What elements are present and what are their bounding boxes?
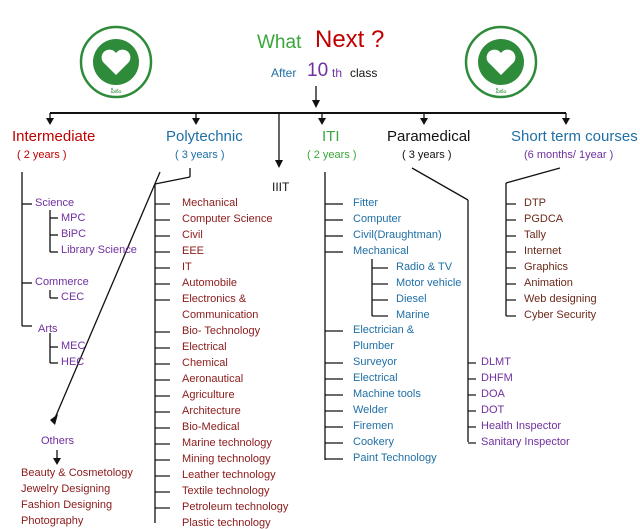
subtitle-class: class bbox=[350, 66, 378, 80]
iti-mech-item: Diesel bbox=[396, 293, 427, 305]
poly-item: EEE bbox=[182, 245, 205, 257]
para-item: DHFM bbox=[481, 372, 513, 384]
poly-item: Civil bbox=[182, 229, 203, 241]
science-item: BiPC bbox=[61, 228, 87, 240]
short-item: Graphics bbox=[524, 261, 569, 273]
shortterm-title: Short term courses bbox=[511, 128, 638, 145]
poly-item: Bio-Medical bbox=[182, 421, 240, 433]
others-item: Photography bbox=[21, 515, 84, 527]
poly-item: Petroleum technology bbox=[182, 501, 289, 513]
poly-item: Automobile bbox=[182, 277, 238, 289]
short-item: Cyber Security bbox=[524, 309, 597, 321]
polytechnic-title: Polytechnic bbox=[166, 128, 243, 145]
paramedical-title: Paramedical bbox=[387, 128, 471, 145]
para-item: DOA bbox=[481, 388, 505, 400]
iti-item: Computer bbox=[353, 213, 402, 225]
poly-item: Agriculture bbox=[182, 389, 235, 401]
heart-icon bbox=[101, 49, 131, 75]
poly-item: Aeronautical bbox=[182, 373, 244, 385]
iti-mech-item: Radio & TV bbox=[396, 261, 453, 273]
paramedical-duration: ( 3 years ) bbox=[402, 149, 452, 161]
logo-caption: పీఠం bbox=[496, 87, 507, 95]
others-label: Others bbox=[41, 435, 75, 447]
right-logo: పీఠం bbox=[464, 25, 538, 99]
science-label: Science bbox=[35, 197, 75, 209]
short-item: PGDCA bbox=[524, 213, 564, 225]
para-item: Health Inspector bbox=[481, 420, 562, 432]
short-item: DTP bbox=[524, 197, 546, 209]
short-item: Tally bbox=[524, 229, 547, 241]
left-logo: పీఠం bbox=[79, 25, 153, 99]
poly-item: Chemical bbox=[182, 357, 228, 369]
poly-item: Mining technology bbox=[182, 453, 271, 465]
commerce-item: CEC bbox=[61, 291, 85, 303]
poly-item: Leather technology bbox=[182, 469, 276, 481]
iti-item: Mechanical bbox=[353, 245, 409, 257]
iti-item: Civil(Draughtman) bbox=[353, 229, 442, 241]
poly-item: Electrical bbox=[182, 341, 227, 353]
poly-item: Textile technology bbox=[182, 485, 270, 497]
title-next: Next ? bbox=[315, 26, 385, 53]
iti-item: Welder bbox=[353, 404, 388, 416]
arts-label: Arts bbox=[38, 323, 58, 335]
iti-item: Plumber bbox=[353, 340, 394, 352]
subtitle-after: After bbox=[271, 66, 297, 80]
iti-title: ITI bbox=[322, 128, 340, 145]
poly-item: Communication bbox=[182, 309, 259, 321]
iti-item: Electrician & bbox=[353, 324, 415, 336]
iti-item: Fitter bbox=[353, 197, 379, 209]
iti-item: Firemen bbox=[353, 420, 394, 432]
iti-mech-item: Motor vehicle bbox=[396, 277, 462, 289]
iti-item: Electrical bbox=[353, 372, 398, 384]
poly-item: Electronics & bbox=[182, 293, 247, 305]
polytechnic-duration: ( 3 years ) bbox=[175, 149, 225, 161]
others-item: Beauty & Cosmetology bbox=[21, 467, 133, 479]
others-item: Fashion Designing bbox=[21, 499, 113, 511]
poly-item: Architecture bbox=[182, 405, 241, 417]
title-what: What bbox=[257, 32, 302, 53]
logo-caption: పీఠం bbox=[111, 87, 122, 95]
commerce-label: Commerce bbox=[35, 276, 89, 288]
subtitle-num: 10 bbox=[307, 60, 329, 81]
iti-item: Cookery bbox=[353, 436, 394, 448]
short-item: Animation bbox=[524, 277, 573, 289]
poly-item: Mechanical bbox=[182, 197, 238, 209]
iti-mech-item: Marine bbox=[396, 309, 430, 321]
iti-item: Surveyor bbox=[353, 356, 398, 368]
short-item: Web designing bbox=[524, 293, 597, 305]
arts-item: HEC bbox=[61, 356, 85, 368]
iti-item: Paint Technology bbox=[353, 452, 437, 464]
shortterm-duration: (6 months/ 1year ) bbox=[524, 149, 614, 161]
para-item: DOT bbox=[481, 404, 505, 416]
poly-item: Marine technology bbox=[182, 437, 272, 449]
poly-item: Computer Science bbox=[182, 213, 273, 225]
iti-item: Machine tools bbox=[353, 388, 421, 400]
para-item: Sanitary Inspector bbox=[481, 436, 570, 448]
iiit-title: IIIT bbox=[272, 180, 290, 194]
intermediate-duration: ( 2 years ) bbox=[17, 149, 67, 161]
heart-icon bbox=[486, 49, 516, 75]
poly-item: Bio- Technology bbox=[182, 325, 261, 337]
iti-duration: ( 2 years ) bbox=[307, 149, 357, 161]
para-item: DLMT bbox=[481, 356, 511, 368]
intermediate-title: Intermediate bbox=[12, 128, 96, 145]
subtitle-th: th bbox=[332, 66, 343, 80]
short-item: Internet bbox=[524, 245, 562, 257]
science-item: Library Science bbox=[61, 244, 137, 256]
poly-item: IT bbox=[182, 261, 192, 273]
others-item: Jewelry Designing bbox=[21, 483, 111, 495]
arts-item: MEC bbox=[61, 340, 86, 352]
poly-item: Plastic technology bbox=[182, 517, 271, 529]
science-item: MPC bbox=[61, 212, 86, 224]
